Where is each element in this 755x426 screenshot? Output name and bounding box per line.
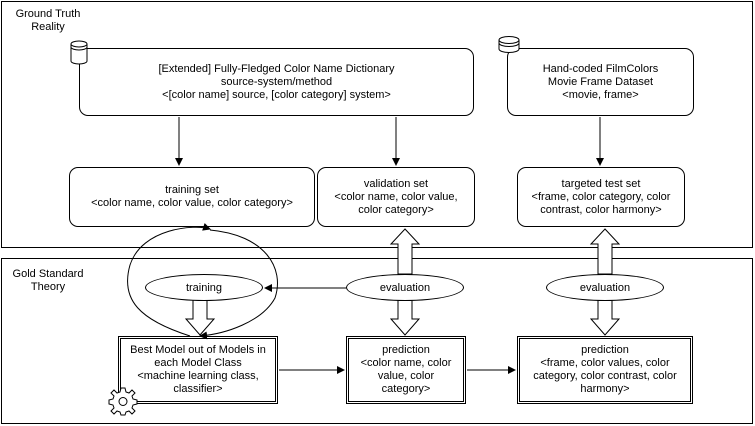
validation-set-box: validation set <color name, color value,…: [317, 167, 475, 227]
best-model-box: Best Model out of Models in each Model C…: [118, 336, 278, 404]
database-icon: [498, 36, 520, 53]
loop-model-to-training: [127, 222, 211, 337]
block-arrow-validation-eval: [389, 228, 421, 275]
training-ellipse: training: [145, 274, 263, 301]
training-set-box: training set <color name, color value, c…: [69, 167, 315, 227]
targeted-test-set-box: targeted test set <frame, color category…: [517, 167, 685, 227]
ground-truth-label: Ground Truth Reality: [15, 8, 81, 33]
gold-standard-label: Gold Standard Theory: [12, 268, 84, 293]
block-arrow-eval-prediction-left: [389, 299, 421, 336]
evaluation-right-ellipse: evaluation: [546, 274, 664, 301]
prediction-left-box: prediction <color name, color value, col…: [346, 336, 466, 404]
evaluation-left-ellipse: evaluation: [346, 274, 464, 301]
prediction-right-box: prediction <frame, color values, color c…: [517, 336, 693, 404]
database-icon: [70, 40, 88, 65]
filmcolors-dataset-box: Hand-coded FilmColors Movie Frame Datase…: [507, 48, 694, 116]
block-arrow-training-to-model: [184, 299, 216, 336]
gear-icon: [108, 387, 138, 416]
loop-training-set-to-model: [199, 229, 278, 340]
block-arrow-test-eval: [589, 228, 621, 275]
block-arrow-eval-prediction-right: [589, 299, 621, 336]
color-dictionary-box: [Extended] Fully-Fledged Color Name Dict…: [79, 48, 474, 116]
